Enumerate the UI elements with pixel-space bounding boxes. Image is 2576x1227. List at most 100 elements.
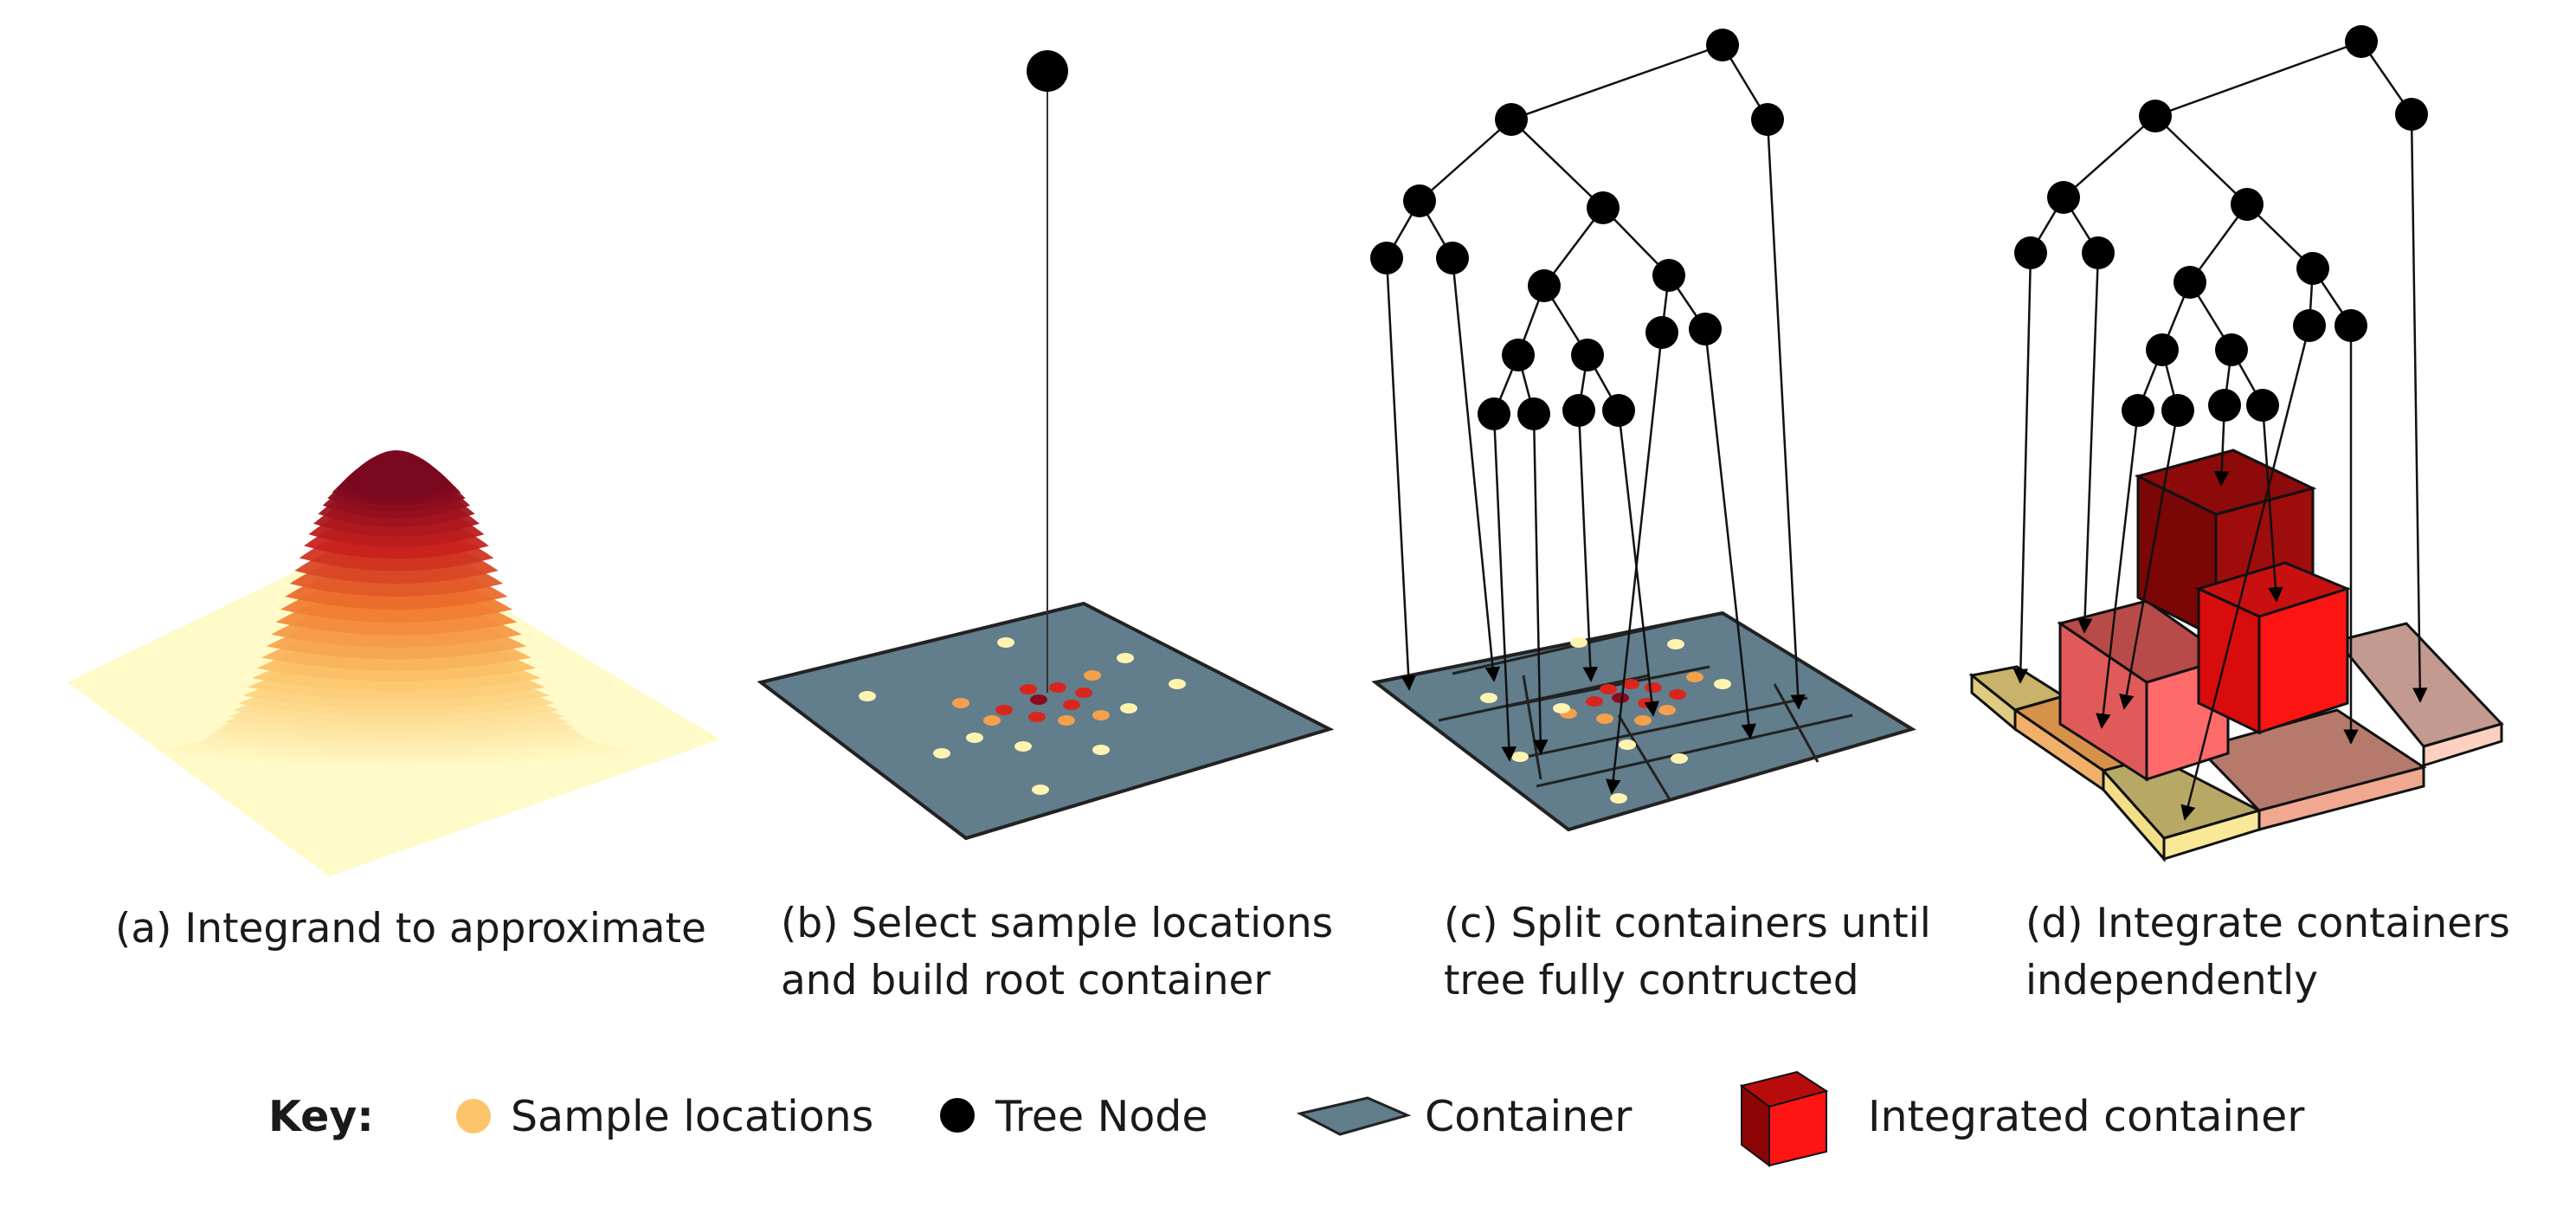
sample-dot — [1600, 684, 1617, 694]
sample-dot — [1063, 700, 1080, 710]
sample-dot — [1622, 679, 1639, 689]
tree-arrow — [2077, 252, 2100, 634]
sample-dot — [1480, 693, 1497, 703]
tree-node — [1562, 394, 1595, 427]
sample-dot — [1020, 684, 1037, 694]
tree-node — [1517, 397, 1550, 430]
sample-dot — [1714, 679, 1731, 689]
tree-node — [1587, 191, 1620, 224]
tree-arrow — [1617, 410, 1659, 717]
tree-node — [2334, 309, 2367, 342]
integrand-surface — [68, 450, 720, 876]
tree-edge — [1510, 119, 1604, 209]
sample-dot — [1014, 741, 1032, 752]
tree-node — [2296, 252, 2329, 285]
tree-node — [1645, 316, 1678, 349]
tree-node — [2139, 100, 2172, 132]
sample-dot — [1092, 710, 1110, 720]
tree-node — [1652, 259, 1685, 292]
tree-node — [2345, 25, 2378, 58]
panel-c — [1370, 29, 1916, 832]
sample-dot — [1658, 705, 1676, 715]
tree-node — [2014, 236, 2047, 269]
tree-arrow — [2261, 404, 2283, 603]
sample-dot — [997, 637, 1014, 648]
tree-node — [2208, 389, 2241, 422]
key-label-tree-node: Tree Node — [995, 1092, 1208, 1141]
sample-dot — [1084, 670, 1101, 681]
tree-edge — [2063, 115, 2156, 198]
sample-dot — [1634, 715, 1652, 726]
tree-node — [2293, 309, 2326, 342]
sample-locations-b — [859, 637, 1186, 795]
tree-node — [2082, 236, 2115, 269]
tree-arrow — [2180, 325, 2311, 821]
tree-node — [1571, 339, 1604, 371]
sample-dot — [1075, 688, 1092, 698]
tree-node — [2161, 394, 2194, 427]
container-plane-icon — [1296, 1096, 1412, 1136]
tree-node — [1436, 242, 1469, 274]
tree-node — [2246, 389, 2279, 422]
tree-d — [2012, 25, 2428, 821]
sample-dot — [1596, 714, 1613, 724]
sample-dot — [1030, 694, 1047, 705]
integrated-container-cube-icon — [1739, 1070, 1829, 1167]
tree-arrow — [2096, 410, 2140, 729]
tree-arrow — [2012, 252, 2032, 684]
key-label-sample-locations: Sample locations — [511, 1092, 874, 1141]
key-label-container: Container — [1425, 1092, 1633, 1141]
tree-node — [1689, 313, 1722, 345]
sample-dot — [1058, 715, 1075, 726]
sample-dot — [1120, 703, 1137, 714]
caption-d: (d) Integrate containers independently — [2025, 900, 2510, 1004]
tree-arrow — [1766, 119, 1806, 710]
sample-dot — [1645, 682, 1662, 693]
tree-arrow — [1451, 257, 1501, 682]
tree-node — [2174, 266, 2206, 299]
panel-d — [1968, 25, 2504, 862]
tree-node — [1706, 29, 1739, 61]
tree-arrow — [1492, 413, 1517, 762]
tree-node — [1370, 242, 1403, 274]
tree-node — [2395, 98, 2428, 131]
tree-node — [1403, 184, 1436, 217]
caption-c: (c) Split containers until tree fully co… — [1444, 900, 1931, 1004]
tree-node-dot-icon — [940, 1098, 975, 1133]
tree-node — [2122, 394, 2154, 427]
sample-dot — [1511, 752, 1529, 762]
integrand-bell — [163, 450, 630, 765]
tree-node — [1602, 394, 1635, 427]
sample-dot — [952, 698, 969, 708]
tree-arrow — [1385, 257, 1416, 691]
root-container — [757, 601, 1335, 841]
key-label-integrated-container: Integrated container — [1868, 1092, 2305, 1141]
tree-node — [2146, 333, 2179, 366]
sample-dot — [1553, 703, 1570, 714]
sample-dot — [1686, 672, 1703, 682]
sample-dot — [966, 733, 983, 743]
tree-node — [2047, 181, 2080, 214]
sample-dot — [983, 715, 1001, 726]
tree-node — [1751, 103, 1784, 136]
tree-edge — [1419, 119, 1512, 202]
tree-c — [1370, 29, 1806, 795]
tree-edge — [1510, 43, 1723, 121]
bell-band — [346, 450, 447, 498]
root-tree-node — [1027, 50, 1068, 92]
tree-edge — [2154, 115, 2248, 205]
sample-dot — [1032, 785, 1049, 795]
sample-dot — [1667, 639, 1684, 649]
tree-arrow — [2119, 410, 2180, 710]
sample-dot — [1669, 689, 1686, 700]
tree-node — [1528, 269, 1561, 302]
caption-a: (a) Integrand to approximate — [115, 905, 706, 953]
sample-dot — [1610, 793, 1627, 804]
sample-dot — [859, 691, 876, 701]
sample-locations-c — [1480, 637, 1731, 804]
caption-b: (b) Select sample locations and build ro… — [781, 900, 1334, 1004]
tree-node — [1478, 397, 1510, 430]
sample-dot — [1619, 739, 1636, 750]
sample-dot — [1117, 653, 1134, 663]
